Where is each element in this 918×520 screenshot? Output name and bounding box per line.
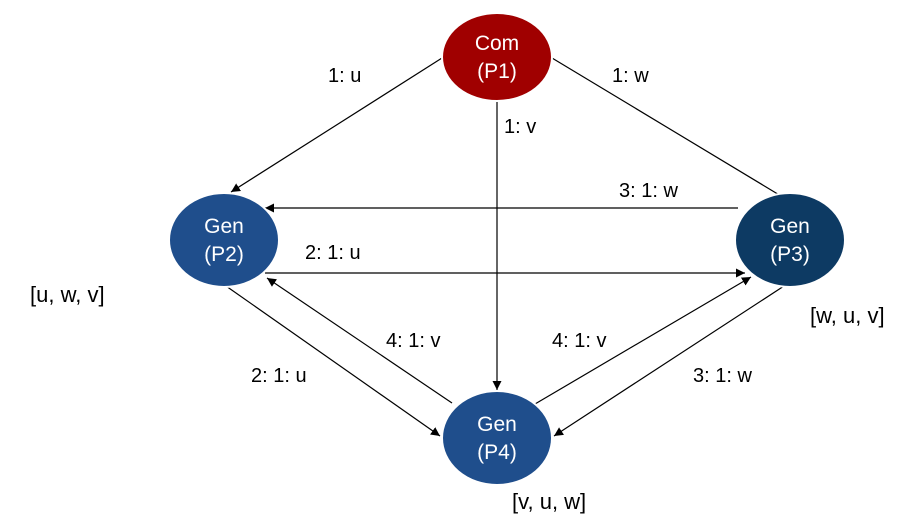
list-p4: [v, u, w]	[512, 489, 586, 514]
edge-p2-p4	[225, 285, 441, 437]
edge-label-p1-p4: 1: v	[504, 116, 536, 138]
edge-label-p3-p4: 3: 1: w	[693, 365, 752, 387]
edge-label-p4-p2: 4: 1: v	[386, 330, 440, 352]
list-p2: [u, w, v]	[30, 282, 105, 307]
node-p1-shape	[441, 12, 553, 102]
edge-p4-p2	[266, 277, 453, 404]
node-p1-role: Com	[475, 32, 519, 55]
node-p3-id: (P3)	[770, 243, 810, 266]
edge-label-p1-p2: 1: u	[328, 65, 361, 87]
edge-label-p2-p3: 2: 1: u	[305, 242, 361, 264]
node-p4-shape	[441, 390, 553, 486]
edge-label-p3-p2: 3: 1: w	[619, 180, 678, 202]
edge-p4-p3	[534, 276, 752, 405]
edge-labels: 1: u 1: w 1: v 3: 1: w 2: 1: u 4: 1: v 4…	[251, 65, 752, 387]
node-p4: Gen (P4)	[441, 390, 553, 486]
node-p2-shape	[168, 192, 280, 288]
edge-p3-p4	[553, 285, 785, 437]
decision-lists: [u, w, v] [w, u, v] [v, u, w]	[30, 282, 885, 514]
edges	[225, 57, 792, 437]
edge-label-p4-p3: 4: 1: v	[552, 330, 606, 352]
node-p3-role: Gen	[770, 215, 810, 238]
edge-label-p2-p4: 2: 1: u	[251, 365, 307, 387]
node-p2-role: Gen	[204, 215, 244, 238]
node-p1-id: (P1)	[477, 60, 517, 83]
node-p3: Gen (P3)	[734, 192, 846, 288]
node-p3-shape	[734, 192, 846, 288]
edge-label-p1-p3: 1: w	[612, 65, 649, 87]
node-p4-id: (P4)	[477, 441, 517, 464]
node-p2-id: (P2)	[204, 243, 244, 266]
node-p1: Com (P1)	[441, 12, 553, 102]
edge-p1-p3	[551, 57, 792, 203]
edge-p1-p2	[230, 57, 443, 193]
node-p2: Gen (P2)	[168, 192, 280, 288]
node-p4-role: Gen	[477, 413, 517, 436]
list-p3: [w, u, v]	[810, 303, 885, 328]
